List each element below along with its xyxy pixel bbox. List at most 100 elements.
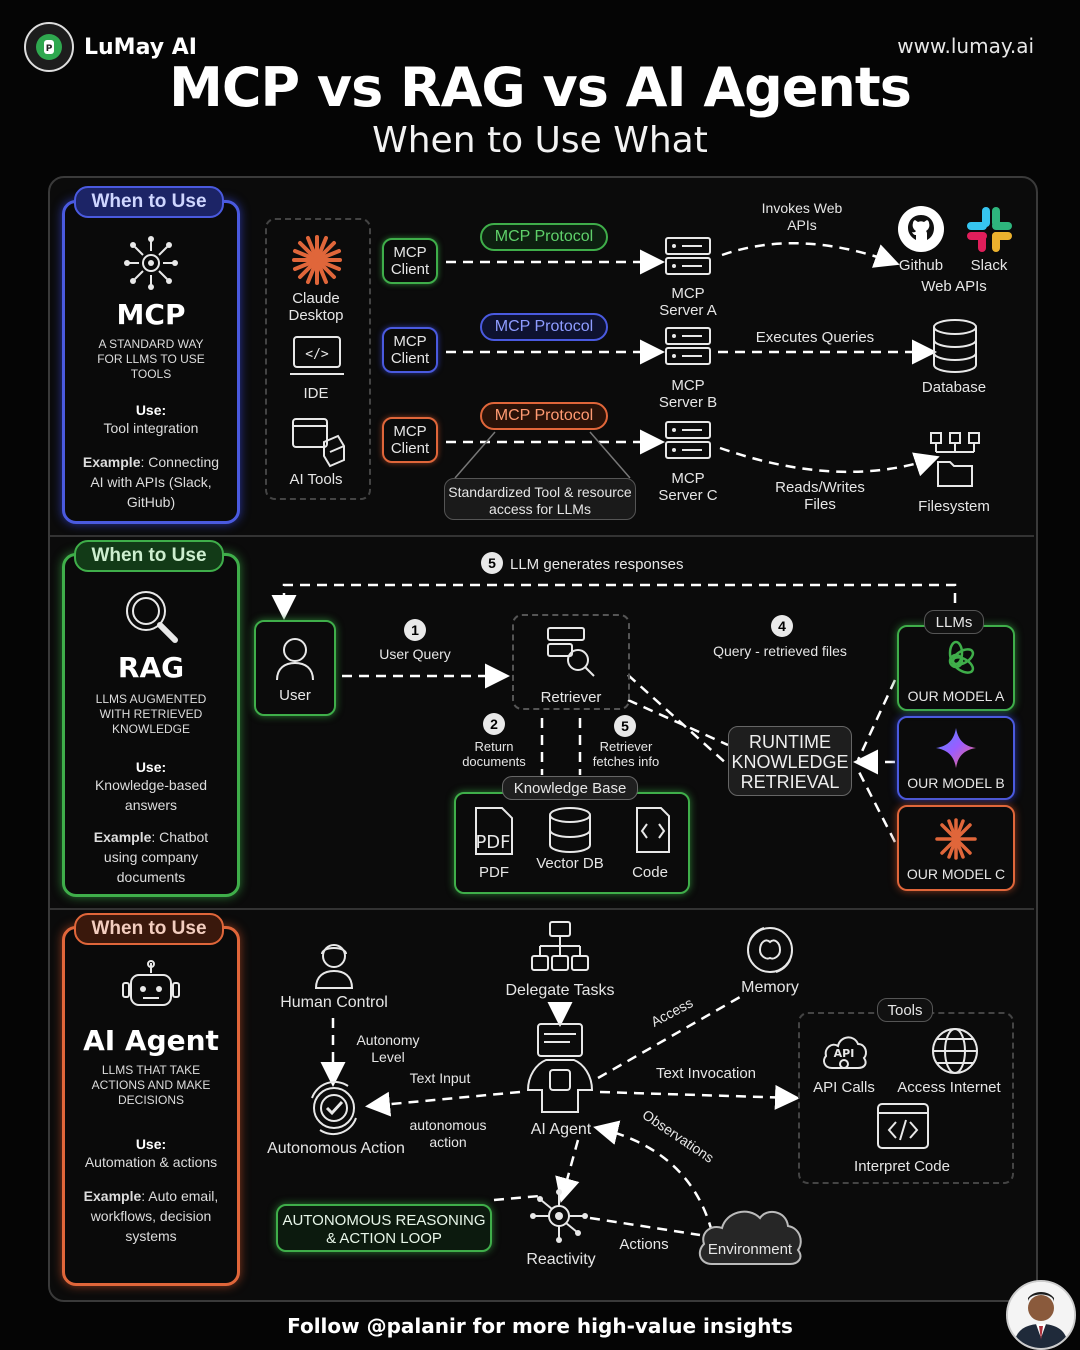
reactivity-network-icon bbox=[530, 1189, 588, 1243]
retriever-label: Retriever bbox=[540, 689, 602, 706]
host-claude-desktop[interactable]: Claude Desktop bbox=[288, 290, 344, 324]
agent-use-label: Use: bbox=[135, 1136, 167, 1152]
kb-item-code: Code bbox=[632, 864, 668, 881]
claude-logo-icon bbox=[292, 235, 342, 285]
mcp-when-badge: When to Use bbox=[74, 186, 224, 218]
website-url[interactable]: www.lumay.ai bbox=[897, 34, 1034, 58]
mcp-client-a[interactable]: MCP Client bbox=[382, 238, 438, 284]
step-4-badge: 4 bbox=[771, 615, 793, 637]
mcp-hosts-group bbox=[265, 218, 371, 500]
rag-step1-label: User Query bbox=[379, 646, 451, 662]
actions-label: Actions bbox=[619, 1236, 669, 1253]
agent-example: Example: Auto email, workflows, decision… bbox=[83, 1188, 219, 1244]
brand-name: LuMay AI bbox=[84, 34, 197, 60]
rag-summary-card: RAG LLMs AUGMENTED WITH RETRIEVED KNOWLE… bbox=[62, 553, 240, 897]
pdf-file-icon: PDF bbox=[475, 807, 513, 855]
author-avatar-icon bbox=[1008, 1282, 1074, 1348]
section-divider bbox=[50, 908, 1034, 910]
rag-description: LLMs AUGMENTED WITH RETRIEVED KNOWLEDGE bbox=[95, 692, 207, 736]
pdf-glyph: PDF bbox=[475, 832, 510, 853]
step-5-badge: 5 bbox=[481, 552, 503, 574]
model-b-label: OUR MODEL B bbox=[907, 775, 1005, 791]
mcp-use-text: Tool integration bbox=[103, 420, 199, 436]
reactivity-label: Reactivity bbox=[526, 1251, 596, 1268]
rag-step2-label: Return documents bbox=[462, 739, 526, 769]
globe-icon bbox=[932, 1028, 978, 1074]
environment-label: Environment bbox=[707, 1241, 793, 1258]
robot-icon bbox=[122, 960, 180, 1006]
target-filesystem: Filesystem bbox=[918, 498, 990, 515]
ai-agent-robot-icon bbox=[526, 1023, 594, 1113]
github-icon bbox=[898, 206, 944, 252]
model-a-card[interactable]: OUR MODEL A bbox=[897, 625, 1015, 711]
gemini-logo-icon bbox=[936, 728, 976, 768]
tool-interpret-code[interactable]: Interpret Code bbox=[854, 1158, 950, 1175]
rag-user-label: User bbox=[279, 687, 311, 704]
tool-access-internet[interactable]: Access Internet bbox=[897, 1079, 1001, 1096]
footer-follow[interactable]: Follow @palanir for more high-value insi… bbox=[287, 1314, 793, 1338]
model-c-card[interactable]: OUR MODEL C bbox=[897, 805, 1015, 891]
rag-user-node[interactable]: User bbox=[254, 620, 336, 716]
model-c-label: OUR MODEL C bbox=[906, 866, 1006, 882]
agent-name: AI Agent bbox=[83, 1024, 219, 1057]
mcp-protocol-a: MCP Protocol bbox=[480, 223, 608, 251]
note-connector bbox=[454, 431, 631, 479]
retriever-search-icon bbox=[547, 627, 595, 677]
knowledge-base-label: Knowledge Base bbox=[502, 776, 638, 800]
api-glyph: API bbox=[834, 1047, 855, 1060]
step-1-badge: 1 bbox=[404, 619, 426, 641]
ai-agent-label: AI Agent bbox=[530, 1121, 592, 1138]
step-5b-badge: 5 bbox=[614, 715, 636, 737]
page-title: MCP vs RAG vs AI Agents bbox=[169, 56, 912, 119]
openai-logo-icon bbox=[948, 640, 975, 674]
autonomous-action-label: Autonomous Action bbox=[267, 1140, 405, 1157]
rag-retriever-node[interactable]: Retriever bbox=[512, 614, 630, 710]
mcp-protocol-c: MCP Protocol bbox=[480, 402, 608, 430]
step-2-badge: 2 bbox=[483, 713, 505, 735]
mcp-note: Standardized Tool & resource access for … bbox=[444, 478, 636, 520]
human-control-label: Human Control bbox=[280, 994, 388, 1011]
database-icon bbox=[933, 319, 977, 374]
rag-step5-label: LLM generates responses bbox=[510, 556, 684, 573]
page-subtitle: When to Use What bbox=[372, 120, 708, 161]
agent-summary-card: AI Agent LLMs THAT TAKE ACTIONS AND MAKE… bbox=[62, 926, 240, 1286]
code-window-icon bbox=[877, 1103, 929, 1149]
target-web-apis: Web APIs bbox=[921, 278, 987, 295]
ide-laptop-icon: </> bbox=[290, 336, 344, 375]
mcp-client-b[interactable]: MCP Client bbox=[382, 327, 438, 373]
svg-text:</>: </> bbox=[305, 347, 329, 362]
host-ide[interactable]: IDE bbox=[303, 385, 329, 402]
user-icon bbox=[276, 638, 314, 681]
rag-name: RAG bbox=[117, 651, 185, 684]
autonomous-action-edge-label: autonomous action bbox=[409, 1117, 487, 1150]
network-gear-icon bbox=[124, 236, 178, 290]
brand-logo-icon: P bbox=[24, 22, 74, 72]
kb-item-vector-db: Vector DB bbox=[536, 855, 604, 872]
mcp-use-label: Use: bbox=[135, 402, 167, 418]
mcp-client-c[interactable]: MCP Client bbox=[382, 417, 438, 463]
server-a-icon bbox=[665, 237, 711, 275]
brand: P LuMay AI bbox=[24, 22, 197, 72]
magnifier-icon bbox=[126, 591, 178, 643]
rag-use-label: Use: bbox=[135, 759, 167, 775]
mcp-protocol-b: MCP Protocol bbox=[480, 313, 608, 341]
llms-label: LLMs bbox=[924, 610, 984, 634]
code-file-icon bbox=[636, 807, 670, 853]
ai-tools-icon bbox=[292, 418, 345, 468]
reasoning-loop-box: AUTONOMOUS REASONING & ACTION LOOP bbox=[276, 1204, 492, 1252]
tool-api-calls[interactable]: API Calls bbox=[813, 1079, 875, 1096]
section-divider bbox=[50, 535, 1034, 537]
avatar bbox=[1006, 1280, 1076, 1350]
slack-icon bbox=[967, 207, 1012, 252]
model-b-card[interactable]: OUR MODEL B bbox=[897, 716, 1015, 800]
text-invocation-label: Text Invocation bbox=[655, 1065, 757, 1082]
agent-description: LLMs THAT TAKE ACTIONS AND MAKE DECISION… bbox=[91, 1063, 211, 1107]
server-c-label: MCP Server C bbox=[658, 470, 718, 504]
environment-cloud-icon bbox=[698, 1210, 802, 1265]
agent-use-text: Automation & actions bbox=[84, 1154, 218, 1170]
api-cloud-icon: API bbox=[823, 1036, 867, 1069]
host-ai-tools[interactable]: AI Tools bbox=[289, 471, 343, 488]
target-slack: Slack bbox=[970, 257, 1008, 274]
kb-item-pdf: PDF bbox=[479, 864, 509, 881]
